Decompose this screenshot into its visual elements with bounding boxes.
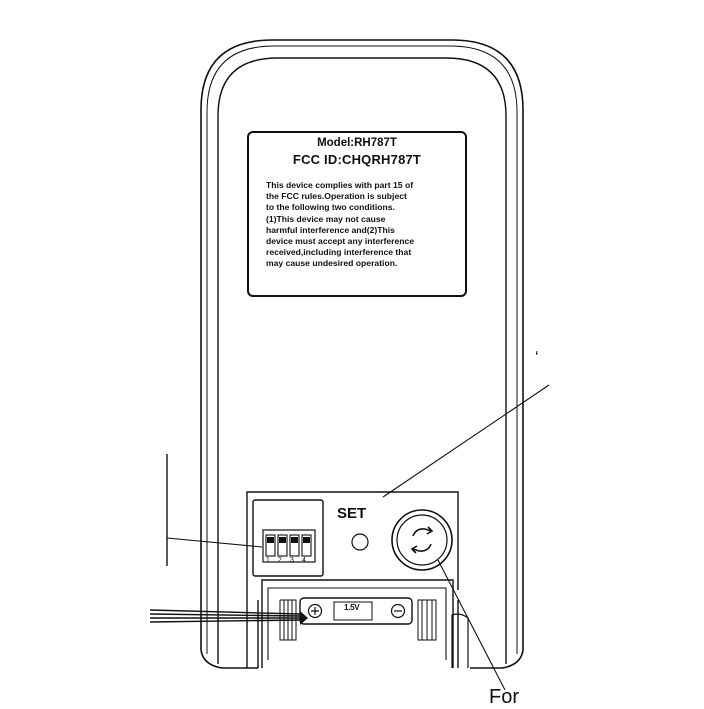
- dip-number-4: 4: [302, 557, 306, 564]
- notice-line: device must accept any interference: [266, 236, 415, 247]
- callout-dip-switch: [166, 537, 263, 548]
- dip-number-2: 2: [278, 557, 282, 564]
- round-button-outer: [391, 509, 453, 571]
- dip-switch-housing: [252, 499, 324, 577]
- dip-switch-block: [262, 529, 316, 563]
- sync-arrows-icon: [410, 526, 434, 554]
- set-label: SET: [337, 505, 367, 522]
- remote-bottom-right-corner: [470, 649, 524, 669]
- set-button-hole: [351, 533, 369, 551]
- notice-line: received,including interference that: [266, 247, 412, 258]
- callout-battery-arrow-1: [149, 609, 301, 615]
- notice-line: the FCC rules.Operation is subject: [266, 191, 407, 202]
- battery-cap: [333, 601, 373, 621]
- model-text: Model:RH787T: [317, 137, 397, 149]
- fcc-notice: This device complies with part 15 of the…: [266, 180, 453, 270]
- notice-line: may cause undesired operation.: [266, 258, 398, 269]
- notice-line: This device complies with part 15 of: [266, 180, 414, 190]
- callout-set: [382, 384, 550, 498]
- dip-switches: [265, 534, 312, 557]
- dip-switch-knobs: [267, 537, 310, 543]
- notice-line: to the following two conditions.: [266, 202, 395, 213]
- callout-battery-arrow-4: [149, 619, 301, 623]
- remote-outer-outline: [200, 39, 524, 650]
- battery-voltage-text: 1.5V: [344, 603, 360, 612]
- battery-arrowhead: [300, 611, 308, 625]
- remote-inner-outline: [217, 57, 507, 664]
- battery-plus-symbol: [307, 603, 323, 619]
- callout-lines: [149, 384, 550, 691]
- fcc-label: Model:RH787T FCC ID:CHQRH787T This devic…: [247, 131, 467, 297]
- callout-text-top-right: ‘: [535, 349, 539, 366]
- callout-text-bottom: For: [489, 686, 519, 708]
- right-spring-contact: [417, 599, 437, 641]
- round-button-inner: [396, 514, 448, 566]
- dip-number-1: 1: [266, 557, 270, 564]
- dip-number-3: 3: [290, 557, 294, 564]
- remote-bottom-left-corner: [200, 649, 258, 669]
- remote-middle-outline: [206, 45, 518, 654]
- battery-minus-symbol: [390, 603, 406, 619]
- callout-round-button: [437, 559, 506, 691]
- callout-battery-arrow-2: [149, 613, 301, 617]
- notice-line: (1)This device may not cause: [266, 213, 386, 224]
- battery-compartment: [246, 491, 469, 668]
- battery-slot-outline: [261, 579, 454, 668]
- notice-line: harmful interference and(2)This: [266, 224, 395, 235]
- fcc-id-text: FCC ID:CHQRH787T: [292, 152, 422, 167]
